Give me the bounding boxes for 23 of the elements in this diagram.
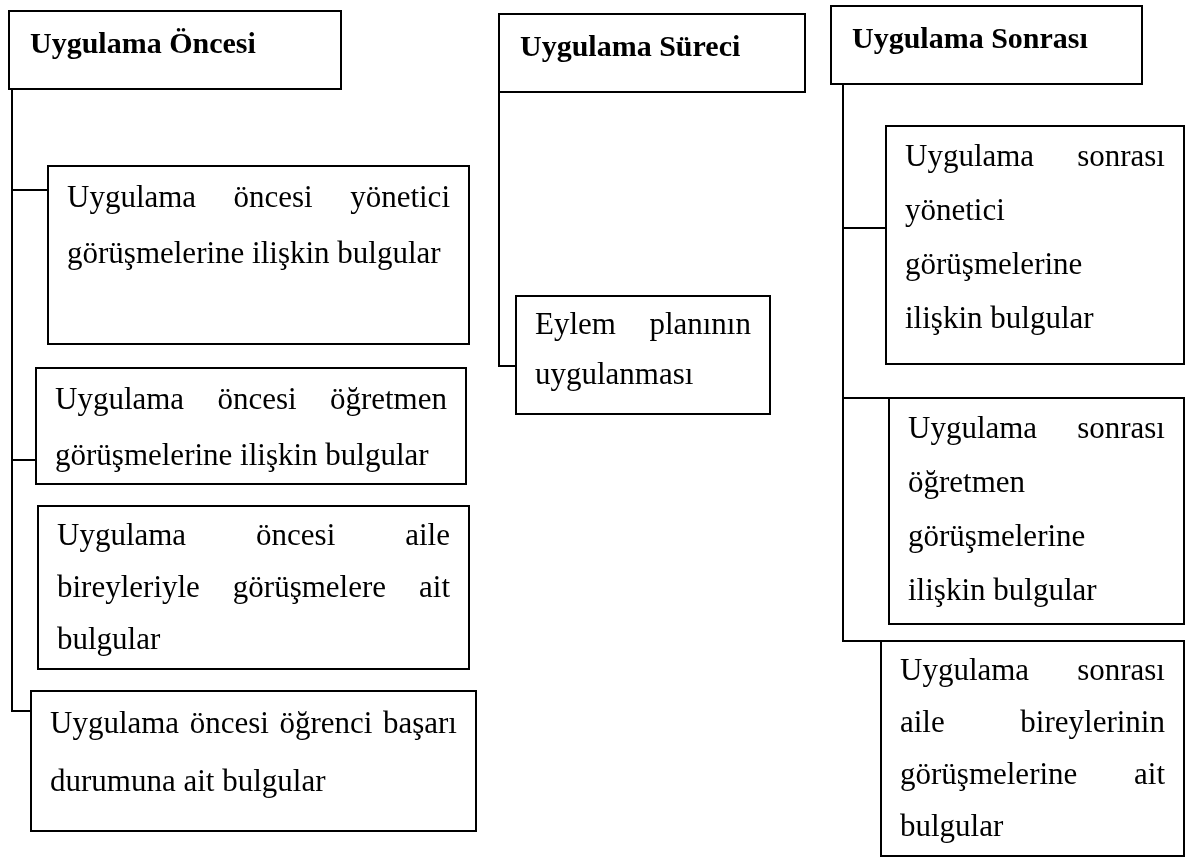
finding-box <box>30 690 477 832</box>
finding-box <box>35 367 467 485</box>
finding-text: Uygulama sonrası yönetici görüşmelerine ilişkin bulgular <box>905 137 1165 337</box>
finding-text: Uygulama sonrası öğretmen görüşmelerine ilişkin bulgular <box>908 409 1165 609</box>
finding-text: Uygulama öncesi öğretmen görüşmelerine ilişkin bulgular <box>55 380 447 474</box>
finding-box <box>885 125 1185 365</box>
finding-text: Uygulama sonrası aile bireylerinin görüşmelerine ait bulgular <box>900 651 1165 845</box>
phase-header-box <box>830 5 1143 85</box>
finding-text: Uygulama öncesi öğrenci başarı durumuna ait bulgular <box>50 704 457 800</box>
finding-box <box>515 295 771 415</box>
header-text: Uygulama Süreci <box>520 28 742 64</box>
finding-box <box>888 397 1185 625</box>
finding-text: Uygulama öncesi yönetici görüşmelerine ilişkin bulgular <box>67 178 450 272</box>
finding-box <box>880 640 1185 857</box>
finding-text: Eylem planının uygulanması <box>535 305 751 393</box>
finding-box <box>37 505 470 670</box>
phase-header-box <box>8 10 342 90</box>
phase-header-box <box>498 13 806 93</box>
header-text: Uygulama Sonrası <box>852 20 1089 56</box>
connector-line <box>498 92 516 367</box>
finding-box <box>47 165 470 345</box>
finding-text: Uygulama öncesi aile bireyleriyle görüşmelere ait bulgular <box>57 516 450 658</box>
header-text: Uygulama Öncesi <box>30 25 257 61</box>
